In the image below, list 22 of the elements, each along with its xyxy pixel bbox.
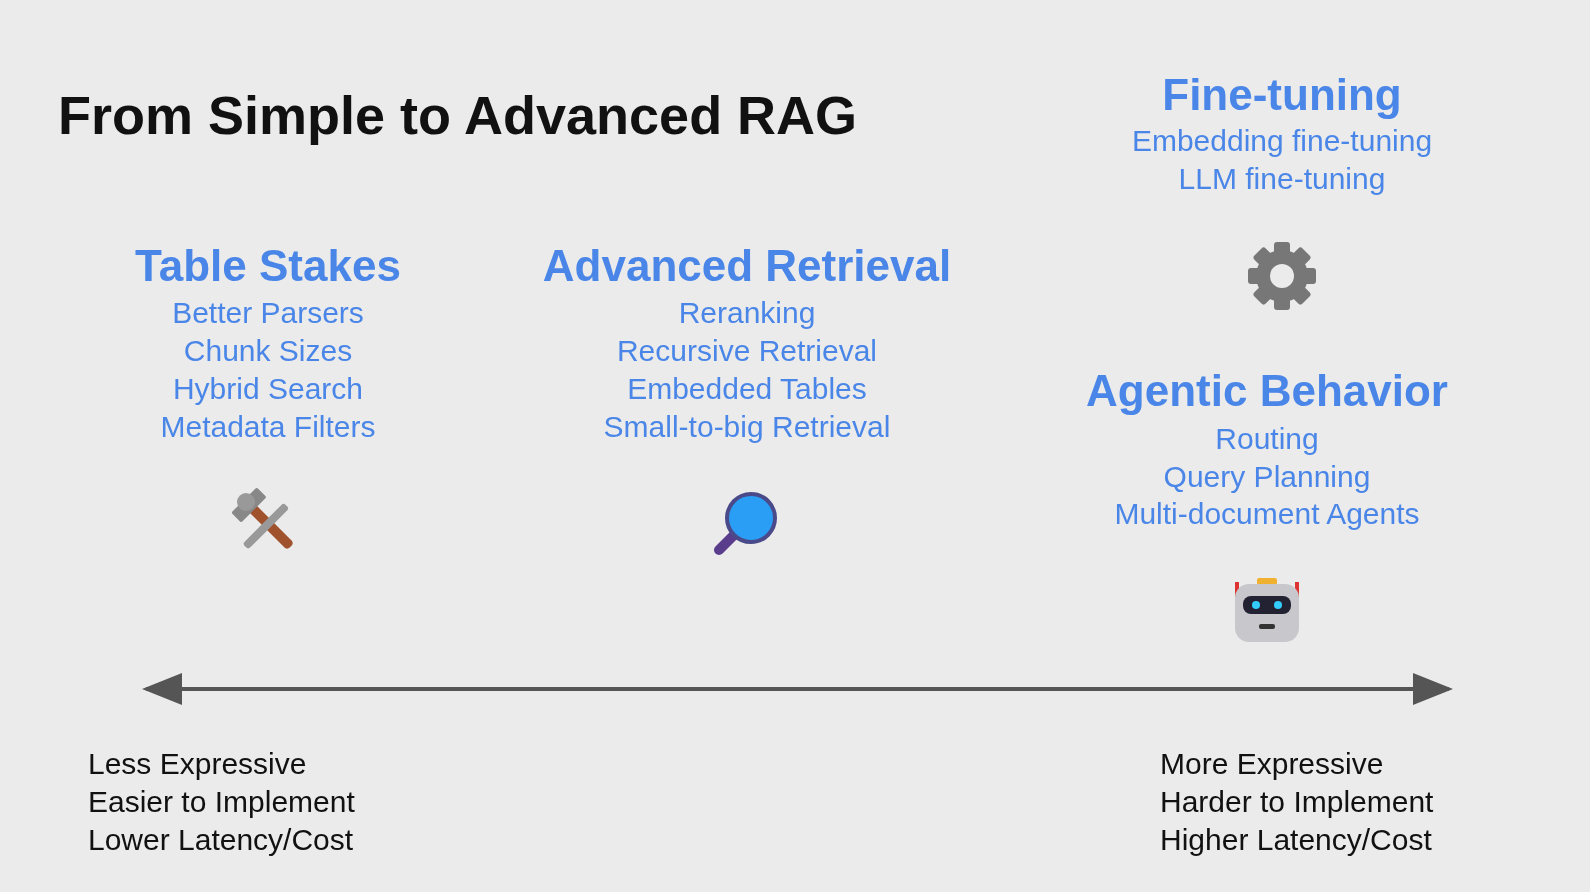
- section-heading: Advanced Retrieval: [541, 241, 953, 293]
- technique-label: Multi-document Agents: [1113, 496, 1421, 532]
- technique-label: LLM fine-tuning: [1177, 161, 1387, 197]
- technique-label: Embedded Tables: [626, 371, 868, 407]
- scale-note: Higher Latency/Cost: [1160, 822, 1432, 858]
- technique-label: Hybrid Search: [171, 371, 365, 407]
- slide-title: From Simple to Advanced RAG: [58, 84, 858, 147]
- technique-label: Better Parsers: [171, 295, 365, 331]
- scale-note: Harder to Implement: [1160, 784, 1434, 820]
- technique-label: Reranking: [677, 295, 817, 331]
- section-heading: Agentic Behavior: [1085, 366, 1449, 418]
- technique-label: Embedding fine-tuning: [1130, 123, 1434, 159]
- scale-note: Lower Latency/Cost: [88, 822, 354, 858]
- section-heading: Fine-tuning: [1161, 70, 1403, 122]
- technique-label: Query Planning: [1162, 459, 1372, 495]
- scale-note: Less Expressive: [88, 746, 307, 782]
- technique-label: Routing: [1214, 421, 1320, 457]
- scale-note: Easier to Implement: [88, 784, 355, 820]
- technique-label: Chunk Sizes: [182, 333, 354, 369]
- technique-label: Recursive Retrieval: [615, 333, 879, 369]
- scale-note: More Expressive: [1160, 746, 1384, 782]
- technique-label: Small-to-big Retrieval: [602, 409, 892, 445]
